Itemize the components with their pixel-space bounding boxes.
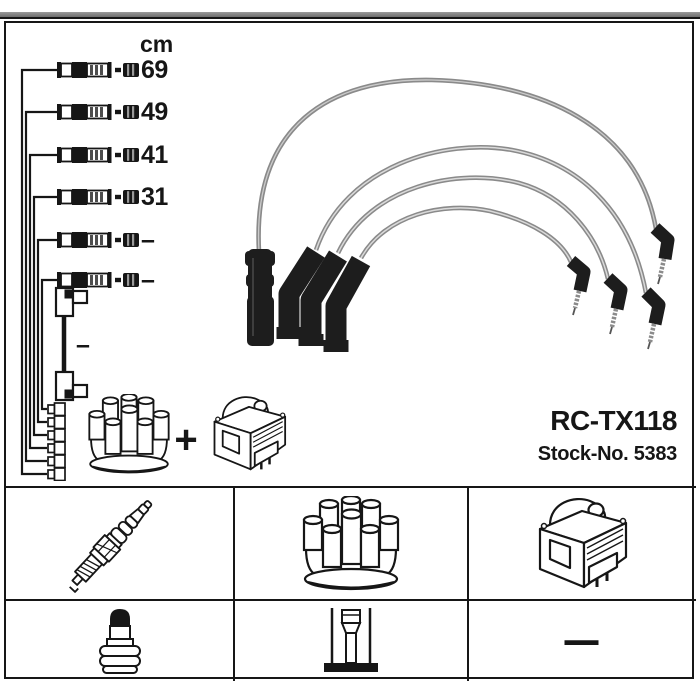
length-unit-label: cm [140, 31, 174, 57]
ignition-cables [256, 77, 659, 294]
distributor-end-connector-stack [47, 402, 66, 481]
coil-wire-drawing [54, 286, 89, 402]
distributor-cap-icon [85, 394, 173, 475]
cable-length-value: 41 [141, 141, 168, 169]
spark-plug-boots [245, 246, 371, 352]
spark-plug-icon [60, 492, 180, 596]
distributor-cap-icon [299, 496, 403, 592]
cable-lead-line [36, 238, 59, 424]
cable-lead-line [40, 278, 59, 411]
grid-divider-vertical [467, 486, 469, 681]
cable-length-value: 49 [141, 98, 168, 126]
legend-cell-distributor-rotor [235, 601, 467, 679]
wire-set-photo [245, 77, 675, 352]
legend-cell-not-included: — [469, 601, 694, 679]
grid-divider-horizontal [4, 599, 696, 601]
legend-cell-spark-plug [6, 488, 233, 599]
distributor-terminals [566, 223, 675, 350]
cable-lead-line [28, 153, 59, 450]
legend-cell-distributor-cap [235, 488, 467, 599]
cable-lead-line [24, 110, 59, 463]
diagram-canvas [20, 61, 675, 481]
legend-cell-spark-plug-boot [6, 601, 233, 679]
grid-divider-vertical [233, 486, 235, 681]
grid-divider-horizontal [4, 486, 696, 488]
distributor-rotor-icon [323, 606, 379, 674]
cable-length-value: – [141, 226, 155, 254]
cable-length-value: 69 [141, 56, 168, 84]
spark-plug-boot-icon [97, 606, 143, 674]
cable-length-value: 31 [141, 183, 168, 211]
spark-plug-end-connectors [57, 61, 139, 289]
cable-lead-line [20, 68, 59, 476]
coil-wire-length-value: – [76, 331, 90, 359]
cable-lead-line [32, 195, 59, 437]
not-included-dash: — [564, 613, 599, 667]
cable-length-diagram [20, 68, 59, 476]
ignition-coil-icon [526, 493, 638, 595]
top-divider-bar [0, 12, 700, 19]
legend-cell-ignition-coil [469, 488, 694, 599]
part-number: RC-TX118 [550, 405, 677, 436]
cable-length-value: – [141, 266, 155, 294]
stock-number: Stock-No. 5383 [537, 443, 678, 465]
ignition-coil-icon [203, 392, 295, 476]
plus-sign: + [174, 418, 198, 462]
